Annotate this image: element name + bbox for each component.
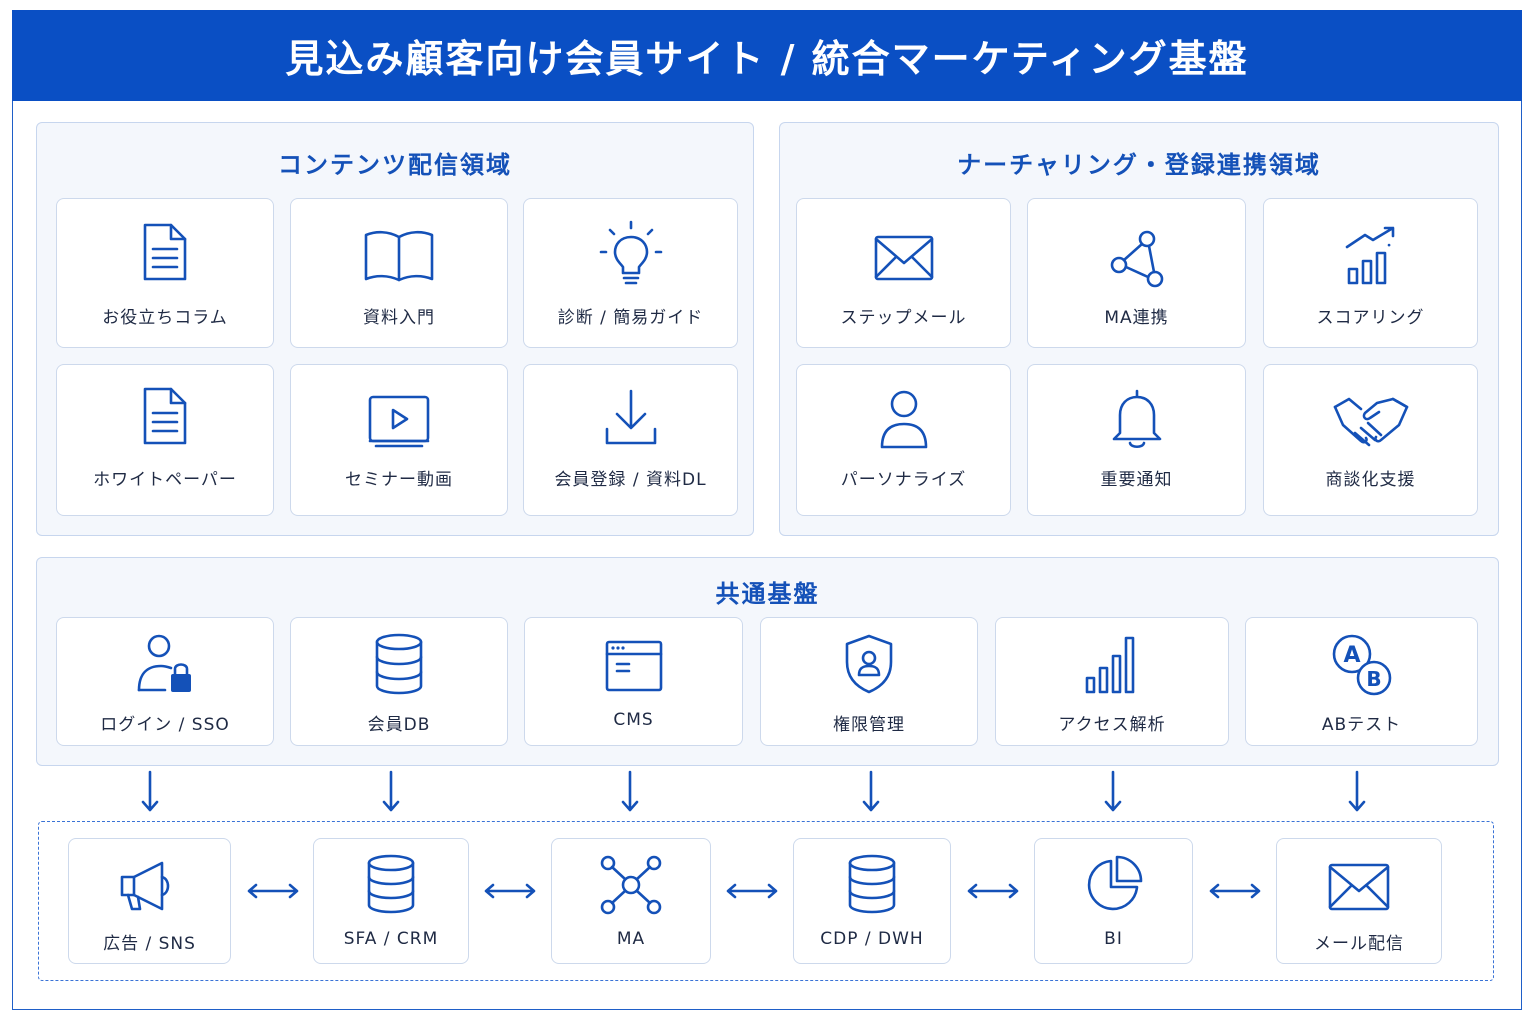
platform-card-label: ログイン / SSO [100,715,230,735]
down-arrow-icon [621,770,639,812]
platform-card-ab-test: A B ABテスト [1245,617,1478,746]
share-nodes-icon [1110,230,1163,288]
megaphone-icon [120,861,169,911]
nurture-card-label: ステップメール [840,308,967,328]
bidirectional-arrow-icon [726,883,778,899]
integration-card-label: SFA / CRM [343,929,439,949]
user-lock-icon [137,634,191,692]
integration-card-ma: MA [551,838,711,964]
pie-chart-icon [1087,855,1142,911]
integration-card-label: BI [1104,929,1123,949]
bar-chart-up-icon [1345,226,1394,285]
platform-card-label: CMS [613,710,654,730]
integrations-box [38,821,1494,981]
bidirectional-arrow-icon [967,883,1019,899]
content-card-signup: 会員登録 / 資料DL [523,364,738,516]
nurture-card-ma: MA連携 [1027,198,1246,348]
content-card-column: お役立ちコラム [56,198,274,348]
integration-card-ads: 広告 / SNS [68,838,231,964]
nurture-area-title: ナーチャリング・登録連携領域 [957,151,1321,179]
platform-card-permissions: 権限管理 [760,617,978,746]
nurture-card-personalize: パーソナライズ [796,364,1011,516]
ab-test-letter-a: A [1343,643,1360,668]
down-arrow-icon [141,770,159,812]
content-card-label: セミナー動画 [345,470,453,490]
page-title: 見込み顧客向け会員サイト / 統合マーケティング基盤 [12,10,1522,101]
platform-card-cms: CMS [524,617,743,746]
shield-user-icon [845,634,893,694]
down-arrow-icon [862,770,880,812]
content-card-diagnosis: 診断 / 簡易ガイド [523,198,738,348]
down-arrow-icon [1348,770,1366,812]
nurture-card-label: MA連携 [1104,308,1169,328]
integration-card-sfa-crm: SFA / CRM [313,838,469,964]
nurture-card-step-mail: ステップメール [796,198,1011,348]
content-card-label: 診断 / 簡易ガイド [557,308,704,328]
platform-card-login: ログイン / SSO [56,617,274,746]
integration-card-label: MA [616,929,646,949]
handshake-icon [1333,397,1408,447]
content-card-label: ホワイトペーパー [93,470,237,490]
lightbulb-icon [599,220,662,285]
video-play-icon [368,395,430,448]
envelope-icon [874,235,933,281]
database-icon [367,854,415,914]
content-card-seminar: セミナー動画 [290,364,508,516]
platform-card-label: ABテスト [1321,715,1402,735]
content-card-label: 会員登録 / 資料DL [554,470,707,490]
book-icon [364,230,434,282]
database-icon [375,633,423,695]
content-area-title: コンテンツ配信領域 [278,151,512,179]
nurture-card-deal: 商談化支援 [1263,364,1478,516]
integration-card-label: メール配信 [1314,934,1404,954]
bidirectional-arrow-icon [1209,883,1261,899]
platform-card-analytics: アクセス解析 [995,617,1229,746]
common-platform-title: 共通基盤 [715,580,820,608]
integration-card-label: CDP / DWH [820,929,924,949]
nurture-card-label: 商談化支援 [1325,470,1416,490]
nurture-card-label: 重要通知 [1100,470,1173,490]
platform-card-member-db: 会員DB [290,617,508,746]
nurture-card-label: スコアリング [1316,308,1425,328]
bidirectional-arrow-icon [484,883,536,899]
user-icon [880,390,927,449]
bidirectional-arrow-icon [247,883,299,899]
network-hub-icon [600,855,662,915]
document-icon [143,387,187,445]
nurture-card-label: パーソナライズ [840,470,967,490]
ab-test-icon: A B [1332,634,1391,696]
platform-card-label: 会員DB [367,715,431,735]
database-icon [848,854,896,914]
integration-card-label: 広告 / SNS [103,934,196,954]
bar-chart-icon [1085,636,1135,694]
ab-test-letter-b: B [1366,667,1381,691]
bell-icon [1112,389,1161,449]
down-arrow-icon [382,770,400,812]
platform-card-label: アクセス解析 [1058,715,1166,735]
integration-card-bi: BI [1034,838,1193,964]
envelope-icon [1328,863,1390,911]
content-card-whitepaper: ホワイトペーパー [56,364,274,516]
download-icon [605,389,656,445]
integration-card-mail: メール配信 [1276,838,1442,964]
down-arrow-icon [1104,770,1122,812]
content-card-primer: 資料入門 [290,198,508,348]
content-card-label: 資料入門 [363,308,435,328]
content-card-label: お役立ちコラム [102,308,228,328]
document-icon [143,223,187,281]
nurture-card-scoring: スコアリング [1263,198,1478,348]
nurture-card-notice: 重要通知 [1027,364,1246,516]
browser-window-icon [605,640,662,692]
platform-card-label: 権限管理 [833,715,905,735]
integration-card-cdp: CDP / DWH [793,838,951,964]
